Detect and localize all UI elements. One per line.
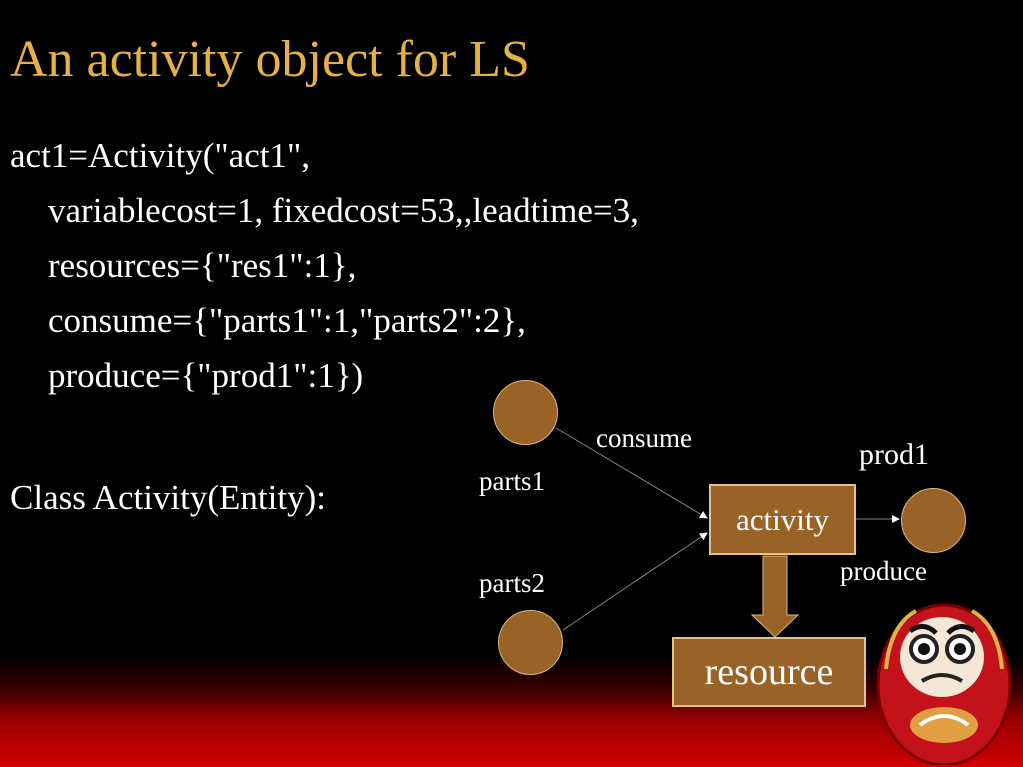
label-prod1: prod1 — [859, 438, 929, 471]
activity-box: activity — [709, 484, 856, 555]
code-line-1: act1=Activity("act1", — [10, 136, 311, 175]
label-parts2: parts2 — [479, 568, 545, 598]
daruma-doll-image — [876, 603, 1012, 765]
edge-parts1-activity — [555, 427, 708, 519]
node-prod1 — [901, 488, 966, 553]
label-produce: produce — [840, 556, 927, 586]
code-line-2: variablecost=1, fixedcost=53,,leadtime=3… — [48, 191, 639, 230]
class-declaration: Class Activity(Entity): — [10, 478, 326, 517]
code-line-5: produce={"prod1":1}) — [48, 356, 364, 395]
resource-box: resource — [672, 637, 866, 707]
edge-parts2-activity — [562, 532, 708, 631]
node-parts2 — [498, 610, 563, 675]
slide-title: An activity object for LS — [10, 31, 530, 88]
node-parts1 — [493, 380, 558, 445]
code-line-3: resources={"res1":1}, — [48, 246, 357, 285]
label-consume: consume — [596, 423, 692, 453]
code-line-4: consume={"parts1":1,"parts2":2}, — [48, 301, 526, 340]
code-block: act1=Activity("act1", variablecost=1, fi… — [10, 128, 639, 403]
label-parts1: parts1 — [479, 466, 545, 496]
arrow-activity-resource — [750, 555, 800, 638]
